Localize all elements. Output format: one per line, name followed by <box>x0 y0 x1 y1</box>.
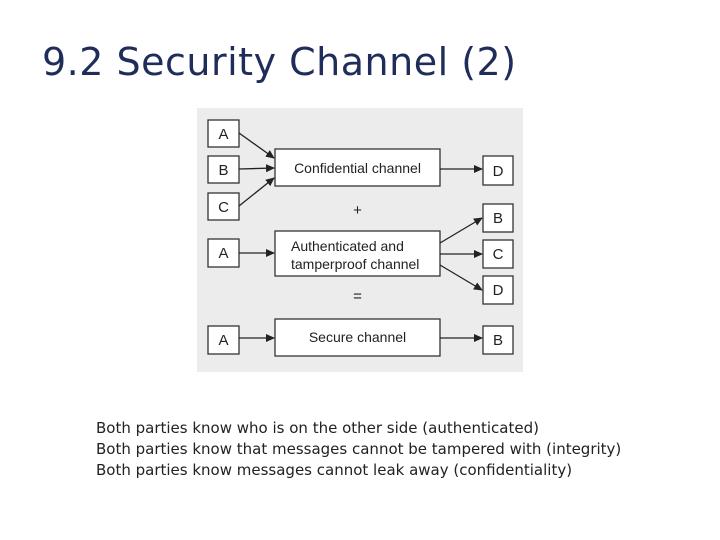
svg-text:B: B <box>493 210 503 227</box>
secure-channel-label: Secure channel <box>309 329 406 345</box>
svg-text:D: D <box>493 163 504 180</box>
authenticated-channel-label-line2: tamperproof channel <box>291 256 419 272</box>
svg-text:A: A <box>218 126 228 143</box>
bullet-confidentiality: Both parties know messages cannot leak a… <box>96 461 573 479</box>
row3-receiver-b: B <box>482 325 514 355</box>
row2-channel-box: Authenticated and tamperproof channel <box>274 230 441 277</box>
bullet-integrity: Both parties know that messages cannot b… <box>96 440 622 458</box>
svg-text:D: D <box>493 282 504 299</box>
row1-receiver-d: D <box>482 155 514 186</box>
row2-receiver-b: B <box>482 203 514 233</box>
security-channel-diagram: A B C Confidential channel D + A <box>197 108 523 372</box>
row1-sender-a: A <box>207 119 240 148</box>
row1-arrows <box>238 132 483 207</box>
row2-sender-a: A <box>207 238 240 268</box>
svg-text:A: A <box>218 332 228 349</box>
confidential-channel-label: Confidential channel <box>294 160 421 176</box>
row2-arrows <box>239 217 483 291</box>
explanation-list: Both parties know who is on the other si… <box>96 418 621 481</box>
row1-sender-b: B <box>207 155 240 184</box>
row3-sender-a: A <box>207 325 240 355</box>
svg-text:B: B <box>493 332 503 349</box>
row3-channel-box: Secure channel <box>274 318 441 357</box>
row1-sender-c: C <box>207 192 240 221</box>
row2-receiver-d: D <box>482 275 514 305</box>
svg-text:C: C <box>218 199 229 216</box>
bullet-authenticated: Both parties know who is on the other si… <box>96 419 539 437</box>
slide-title: 9.2 Security Channel (2) <box>42 40 517 84</box>
row2-receiver-c: C <box>482 239 514 269</box>
svg-text:C: C <box>493 246 504 263</box>
svg-text:A: A <box>218 245 228 262</box>
svg-text:B: B <box>218 162 228 179</box>
row1-channel-box: Confidential channel <box>274 148 441 187</box>
equals-symbol: = <box>353 288 362 305</box>
diagram-canvas: A B C Confidential channel D + A <box>207 119 514 357</box>
plus-symbol: + <box>353 202 362 219</box>
authenticated-channel-label-line1: Authenticated and <box>291 238 404 254</box>
